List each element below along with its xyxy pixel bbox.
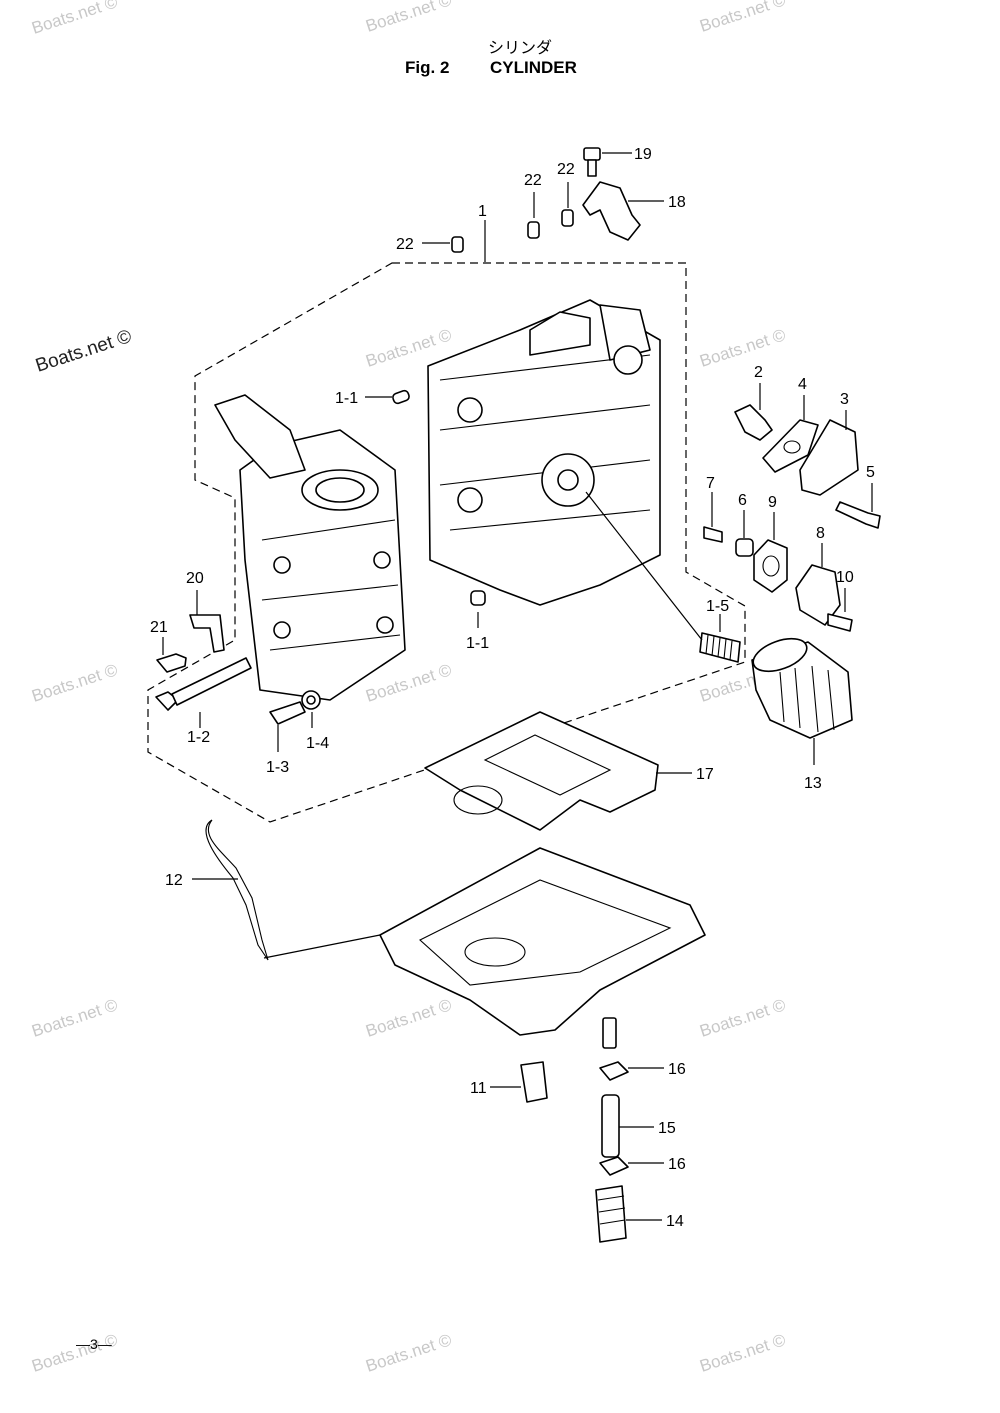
callout-5: 5 xyxy=(866,464,875,481)
callout-1-2: 1-2 xyxy=(187,729,210,746)
assembly-boundary xyxy=(147,262,746,823)
leader-lines xyxy=(162,152,873,1221)
callout-22: 22 xyxy=(524,172,542,189)
callout-20: 20 xyxy=(186,570,204,587)
callout-22: 22 xyxy=(557,161,575,178)
watermark-text: Boats.net © xyxy=(363,995,454,1041)
watermark-text: Boats.net © xyxy=(697,995,788,1041)
watermark-text: Boats.net © xyxy=(697,0,788,36)
watermark-text: Boats.net © xyxy=(29,0,120,38)
callout-9: 9 xyxy=(768,494,777,511)
callout-6: 6 xyxy=(738,492,747,509)
callout-18: 18 xyxy=(668,194,686,211)
callout-1-1: 1-1 xyxy=(335,390,358,407)
callout-labels: 1 22 22 22 19 18 1-1 1-1 1-5 2 4 3 5 7 6… xyxy=(150,146,875,1230)
callout-3: 3 xyxy=(840,391,849,408)
japanese-title: シリンダ xyxy=(488,38,553,57)
callout-21: 21 xyxy=(150,619,168,636)
cylinder-block-right xyxy=(427,299,661,606)
callout-16: 16 xyxy=(668,1061,686,1078)
watermark-text: Boats.net © xyxy=(29,995,120,1041)
callout-1-5: 1-5 xyxy=(706,598,729,615)
callout-15: 15 xyxy=(658,1120,676,1137)
callout-14: 14 xyxy=(666,1213,684,1230)
callout-1: 1 xyxy=(478,203,487,220)
callout-1-1: 1-1 xyxy=(466,635,489,652)
callout-2: 2 xyxy=(754,364,763,381)
small-parts xyxy=(155,147,881,1243)
watermark-text: Boats.net © xyxy=(697,325,788,371)
callout-16: 16 xyxy=(668,1156,686,1173)
watermark-text: Boats.net © xyxy=(29,660,120,706)
watermark-text: Boats.net © xyxy=(697,1330,788,1376)
callout-4: 4 xyxy=(798,376,807,393)
callout-1-4: 1-4 xyxy=(306,735,329,752)
callout-8: 8 xyxy=(816,525,825,542)
watermark-text: Boats.net © xyxy=(363,0,454,36)
callout-19: 19 xyxy=(634,146,652,163)
page-number: —3— xyxy=(76,1336,112,1352)
watermark-text-dark: Boats.net © xyxy=(33,326,134,377)
callout-12: 12 xyxy=(165,872,183,889)
callout-17: 17 xyxy=(696,766,714,783)
callout-7: 7 xyxy=(706,475,715,492)
callout-10: 10 xyxy=(836,569,854,586)
cylinder-head-left xyxy=(214,394,406,701)
callout-1-3: 1-3 xyxy=(266,759,289,776)
figure-label: Fig. 2 xyxy=(405,58,450,77)
figure-title: CYLINDER xyxy=(490,58,577,77)
callout-11: 11 xyxy=(470,1080,487,1097)
callout-13: 13 xyxy=(804,775,822,792)
watermark-text: Boats.net © xyxy=(363,1330,454,1376)
callout-22: 22 xyxy=(396,236,414,253)
